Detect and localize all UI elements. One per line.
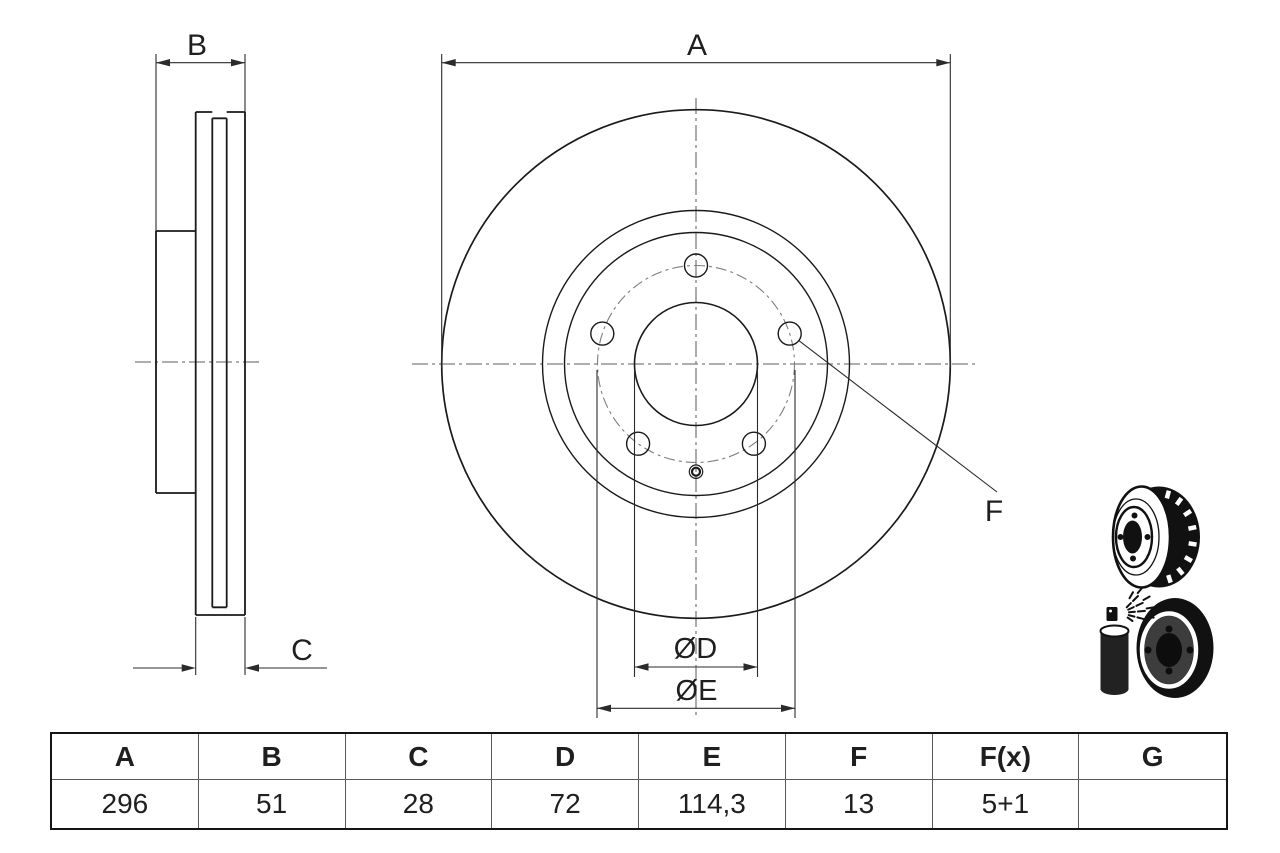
table-value-G (1079, 780, 1226, 828)
vented-brake-disc-icon (1111, 485, 1200, 589)
table-header-E: E (639, 734, 786, 780)
dimension-E (596, 370, 796, 718)
table-header-C: C (345, 734, 493, 780)
bolt-hole-lower-left (625, 431, 651, 456)
vent-slots (1164, 490, 1197, 584)
side-view (135, 111, 262, 616)
table-value-E: 114,3 (639, 780, 786, 828)
bolt-hole-top (683, 253, 709, 278)
icon-disc-holes (1144, 625, 1194, 675)
friction-ring-inner-circle (541, 209, 851, 519)
bolt-hole-upper-right (777, 321, 802, 346)
dim-label-F: F (985, 495, 1003, 528)
dimension-table: A B C D E F F(x) G 296 51 28 72 114,3 13… (50, 732, 1228, 830)
spray-can-disc-icon (1099, 587, 1214, 698)
hat-edge-circle (563, 231, 829, 497)
dimension-D (633, 370, 759, 677)
dimension-F-leader (798, 340, 998, 493)
front-view (412, 98, 977, 716)
dimension-A (441, 54, 951, 368)
table-value-B: 51 (199, 780, 346, 828)
table-header-F: F (785, 734, 933, 780)
table-header-D: D (492, 734, 639, 780)
dim-label-B: B (187, 29, 207, 62)
bolt-circle (596, 264, 796, 464)
side-view-disc-outline (194, 111, 246, 616)
table-header-A: A (52, 734, 199, 780)
dimensions (133, 54, 998, 718)
spray-mist (1125, 587, 1155, 622)
set-screw-hole (688, 464, 704, 479)
spray-can (1099, 607, 1130, 695)
dimension-C (133, 617, 327, 675)
bolt-holes (590, 253, 802, 456)
dim-label-diameter-E: ØE (676, 675, 718, 707)
table-header-B: B (198, 734, 346, 780)
bolt-hole-upper-left (590, 321, 615, 346)
dim-label-A: A (687, 29, 707, 62)
center-bore-circle (633, 301, 759, 427)
table-header-Fx: F(x) (932, 734, 1080, 780)
table-value-C: 28 (346, 780, 493, 828)
table-value-A: 296 (52, 780, 199, 828)
side-view-hat-outline (155, 230, 196, 494)
icon-bolt-dots (1117, 512, 1151, 562)
dimension-B (155, 54, 246, 231)
dim-label-diameter-D: ØD (674, 633, 718, 665)
bolt-hole-lower-right (741, 431, 767, 456)
table-value-Fx: 5+1 (933, 780, 1080, 828)
table-value-F: 13 (786, 780, 933, 828)
table-header-G: G (1079, 734, 1226, 780)
dim-label-C: C (291, 634, 313, 667)
table-value-D: 72 (492, 780, 639, 828)
